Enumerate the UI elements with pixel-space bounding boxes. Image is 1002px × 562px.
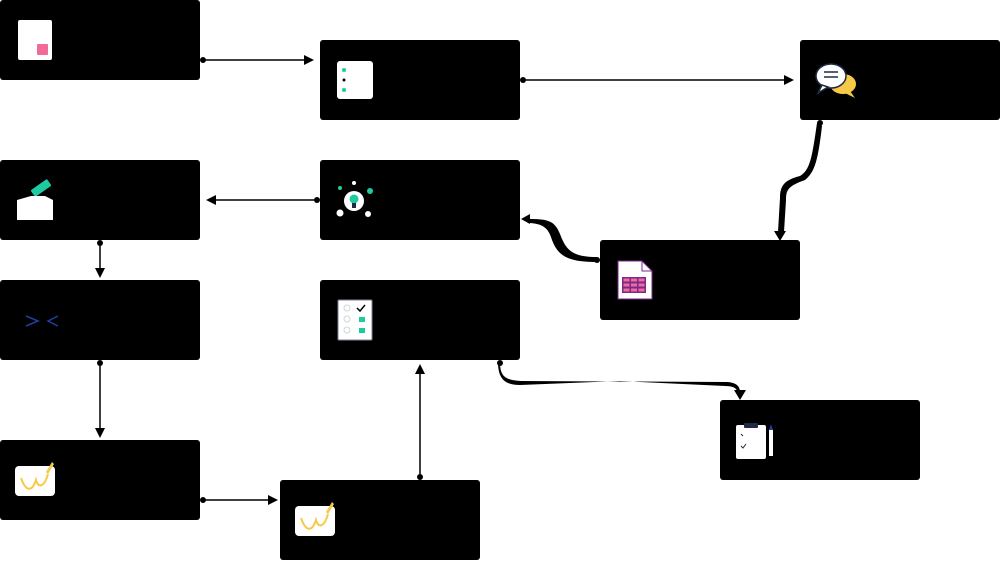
flow-node-signature-final[interactable] xyxy=(280,480,480,560)
node-label xyxy=(70,280,192,360)
checkbox-list-icon xyxy=(337,299,373,341)
node-label xyxy=(390,280,512,360)
flow-node-signature[interactable] xyxy=(0,440,200,520)
node-label xyxy=(390,40,512,120)
edge-n2-n3 xyxy=(520,75,794,85)
flow-node-chat[interactable] xyxy=(800,40,1000,120)
flow-node-inbox[interactable] xyxy=(0,160,200,240)
edge-n7-n10 xyxy=(95,360,105,438)
flow-node-clipboard[interactable] xyxy=(720,400,920,480)
node-label xyxy=(670,240,792,320)
edge-n8-n9 xyxy=(497,360,746,400)
signature-pad-icon xyxy=(15,462,55,496)
spreadsheet-icon xyxy=(617,260,653,300)
edge-n5-n4 xyxy=(206,195,320,205)
flow-node-document[interactable] xyxy=(0,0,200,80)
node-label xyxy=(70,160,192,240)
chat-bubbles-icon xyxy=(815,63,856,98)
node-label xyxy=(350,480,472,560)
checklist-icon xyxy=(337,61,373,99)
node-label xyxy=(70,440,192,520)
edge-n3-n6 xyxy=(774,120,823,241)
node-label xyxy=(790,400,912,480)
flow-node-spreadsheet[interactable] xyxy=(600,240,800,320)
signature-pad-icon xyxy=(295,502,335,536)
clipboard-pencil-icon xyxy=(736,423,773,459)
edge-n1-n2 xyxy=(200,55,314,65)
flow-node-tasks[interactable] xyxy=(320,280,520,360)
code-brackets-icon xyxy=(25,315,59,327)
edge-n4-n7 xyxy=(95,240,105,278)
edge-n11-n8 xyxy=(415,364,425,480)
edge-n6-n5 xyxy=(521,214,600,263)
lightbulb-network-icon xyxy=(336,181,373,217)
flow-node-idea[interactable] xyxy=(320,160,520,240)
node-label xyxy=(70,0,192,80)
flow-node-checklist[interactable] xyxy=(320,40,520,120)
node-label xyxy=(870,40,992,120)
flow-node-code[interactable] xyxy=(0,280,200,360)
node-label xyxy=(390,160,512,240)
document-icon xyxy=(18,20,52,60)
inbox-tray-icon xyxy=(17,179,53,220)
edge-n10-n11 xyxy=(200,495,278,505)
